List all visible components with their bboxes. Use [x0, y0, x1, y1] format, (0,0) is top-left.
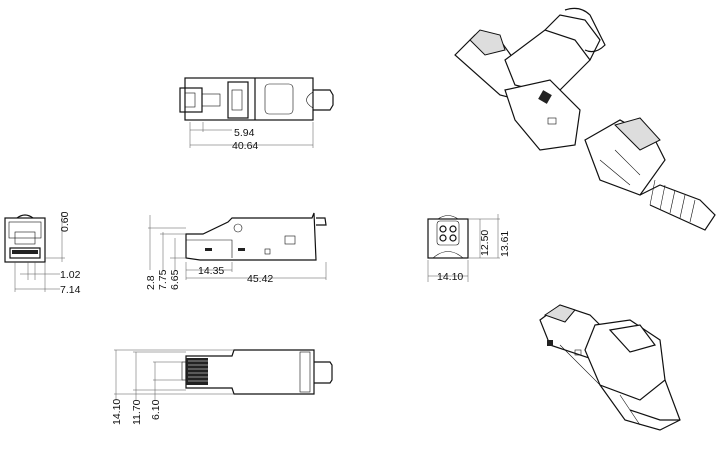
front-view: 0.60 1.02 7.14	[4, 211, 81, 296]
side-view: 2.8 7.75 6.65 14.35 45.42	[145, 212, 327, 290]
dim-rear-14.10: 14.10	[437, 271, 463, 283]
bottom-view: 14.10 11.70 6.10	[111, 349, 333, 425]
dim-bottom-6.10: 6.10	[150, 399, 162, 420]
dim-bottom-14.10: 14.10	[111, 399, 123, 425]
isometric-exploded-view	[454, 7, 716, 231]
dim-side-6.65: 6.65	[169, 269, 181, 290]
dim-top-5.94: 5.94	[234, 127, 255, 139]
dim-front-7.14: 7.14	[60, 284, 81, 296]
dim-side-45.42: 45.42	[247, 273, 273, 285]
dim-top-40.64: 40.64	[232, 140, 258, 152]
dim-rear-13.61: 13.61	[499, 231, 511, 257]
dim-rear-12.50: 12.50	[479, 230, 491, 256]
dim-side-7.75: 7.75	[157, 269, 169, 290]
dim-side-2.8: 2.8	[145, 275, 157, 290]
dim-bottom-11.70: 11.70	[131, 399, 143, 425]
isometric-assembled-view	[539, 304, 681, 431]
top-view: 5.94 40.64	[179, 77, 334, 152]
dim-front-1.02: 1.02	[60, 269, 81, 281]
dim-front-0.60: 0.60	[59, 211, 71, 232]
dim-side-14.35: 14.35	[198, 265, 224, 277]
rear-view: 12.50 13.61 14.10	[427, 214, 511, 283]
